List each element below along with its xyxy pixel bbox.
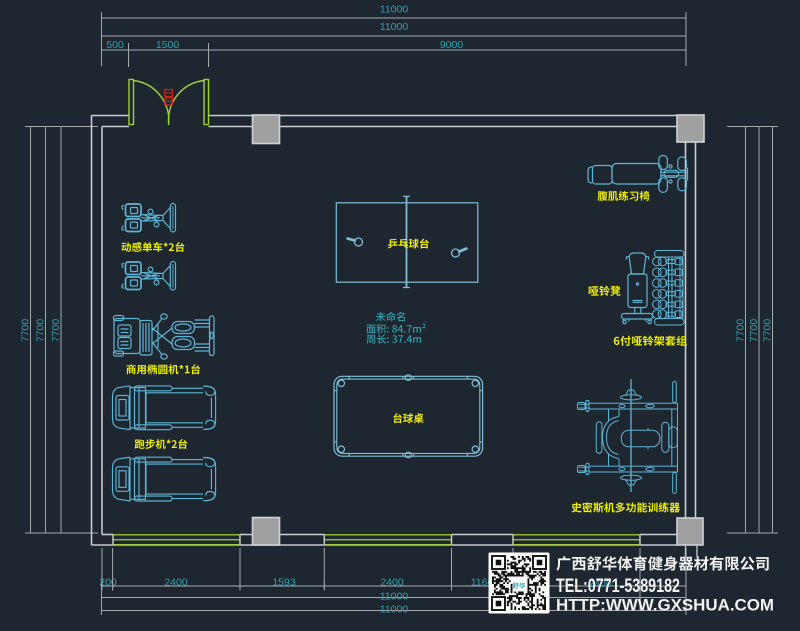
svg-text:7700: 7700 [20,319,32,343]
svg-text:7700: 7700 [762,319,774,343]
svg-text:500: 500 [106,39,124,51]
svg-text:2400: 2400 [164,577,188,589]
svg-text:9000: 9000 [440,39,464,51]
svg-text:1160: 1160 [471,577,494,589]
svg-text:1500: 1500 [156,39,180,51]
svg-text:7700: 7700 [735,319,747,343]
svg-text:7700: 7700 [50,319,62,343]
svg-text:11000: 11000 [380,4,409,16]
svg-text:2400: 2400 [380,577,404,589]
svg-text:TEL:0771-5389182: TEL:0771-5389182 [556,575,680,597]
svg-text:7700: 7700 [748,319,760,343]
svg-text:11000: 11000 [380,591,409,603]
svg-text:11000: 11000 [380,21,409,33]
svg-text:2400: 2400 [588,578,612,590]
svg-text:1593: 1593 [272,577,296,589]
svg-text:11000: 11000 [380,604,409,616]
svg-text:7700: 7700 [35,319,47,343]
svg-text:HTTP:WWW.GXSHUA.COM: HTTP:WWW.GXSHUA.COM [556,596,774,615]
